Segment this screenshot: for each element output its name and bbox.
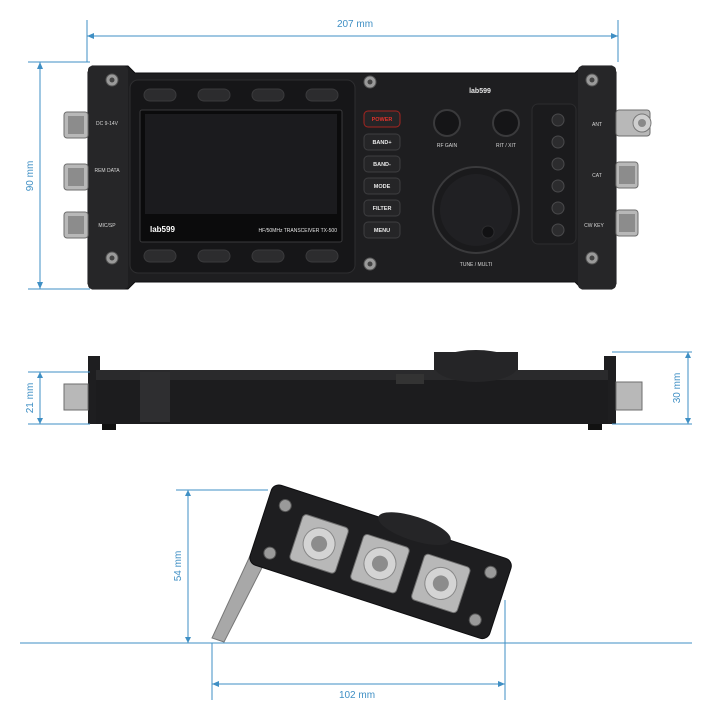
rit-xit-knob: RIT / XIT	[492, 109, 520, 149]
function-buttons: POWER BAND+ BAND- MODE FILTER MENU	[363, 110, 401, 239]
tune-label: TUNE / MULTI	[460, 262, 492, 268]
rf-gain-label: RF GAIN	[437, 143, 458, 149]
port-label-rem: REM DATA	[94, 168, 120, 174]
side-left-label: 21 mm	[25, 383, 36, 414]
brand-logo: lab599	[469, 88, 491, 95]
port-label-ant: ANT	[592, 122, 602, 128]
width-label: 207 mm	[337, 19, 373, 30]
rit-xit-label: RIT / XIT	[496, 143, 516, 149]
tilt-height-dimension: 54 mm	[173, 489, 268, 643]
left-ports: DC 9-14V REM DATA MIC/SP	[63, 111, 120, 239]
band-up-button-label: BAND+	[372, 140, 391, 146]
power-button-label: POWER	[372, 117, 393, 123]
tilt-height-label: 54 mm	[173, 551, 184, 582]
menu-button-label: MENU	[374, 228, 390, 234]
mode-button-label: MODE	[374, 184, 391, 190]
tilt-depth-label: 102 mm	[339, 690, 375, 701]
side-view	[63, 350, 643, 430]
tune-knob: TUNE / MULTI	[432, 166, 520, 268]
softkeys-bottom	[143, 249, 339, 263]
right-ports: ANT CAT CW KEY	[584, 109, 652, 237]
tilt-depth-dimension: 102 mm	[211, 600, 506, 701]
end-view	[211, 484, 512, 643]
width-dimension: 207 mm	[86, 17, 619, 62]
side-right-label: 30 mm	[672, 373, 683, 404]
softkeys-top	[143, 88, 339, 102]
port-label-cwkey: CW KEY	[584, 223, 604, 229]
side-right-dimension: 30 mm	[612, 351, 692, 425]
side-buttons	[531, 103, 577, 245]
rf-gain-knob: RF GAIN	[433, 109, 461, 149]
height-dimension: 90 mm	[25, 61, 90, 290]
screws	[105, 73, 599, 271]
side-left-dimension: 21 mm	[25, 371, 90, 425]
filter-button-label: FILTER	[373, 206, 392, 212]
screen-model: HF/50MHz TRANSCEIVER TX-500	[259, 228, 338, 234]
front-view: DC 9-14V REM DATA MIC/SP ANT CAT CW KEY	[63, 65, 652, 290]
port-label-cat: CAT	[592, 173, 602, 179]
port-label-dc: DC 9-14V	[96, 121, 119, 127]
band-down-button-label: BAND-	[373, 162, 391, 168]
port-label-mic: MIC/SP	[98, 223, 116, 229]
screen-brand: lab599	[150, 225, 175, 234]
height-label: 90 mm	[25, 161, 36, 192]
